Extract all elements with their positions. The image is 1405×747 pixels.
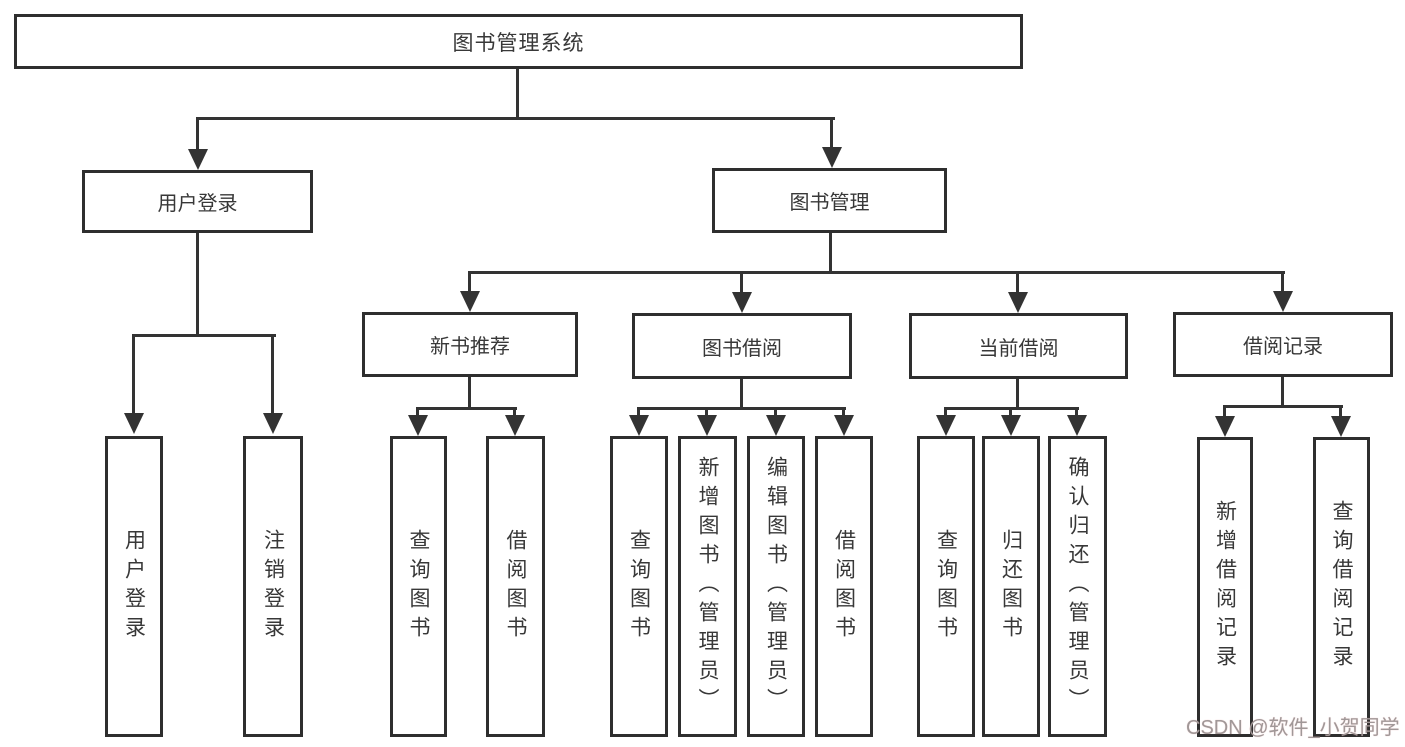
connector-stem [132,334,135,416]
node-new-book-recommend-label: 新书推荐 [430,336,510,358]
arrow-down-icon [732,292,752,313]
arrow-down-icon [1331,416,1351,437]
connector-line [1281,377,1284,408]
arrow-down-icon [822,147,842,168]
node-root: 图书管理系统 [14,14,1023,69]
arrow-down-icon [766,415,786,436]
arrow-down-icon [1001,415,1021,436]
connector-stem [1339,405,1342,419]
node-book-management-label: 图书管理 [789,192,870,214]
node-current-borrow-label: 当前借阅 [978,337,1059,360]
arrow-down-icon [124,413,144,434]
leaf-query-books-recommend: 查询图书 [390,436,447,737]
leaf-borrow-books-recommend: 借阅图书 [486,436,545,737]
arrow-down-icon [1008,292,1028,313]
leaf-query-borrow-record: 查询借阅记录 [1313,437,1370,737]
connector-line [417,407,517,410]
leaf-borrow-books: 借阅图书 [815,436,873,737]
connector-line [740,379,743,410]
connector-stem [271,334,274,416]
connector-stem [842,407,845,418]
leaf-user-login: 用户登录 [105,436,163,737]
connector-line [516,69,519,120]
node-book-borrow: 图书借阅 [632,313,852,379]
connector-stem [1223,405,1226,419]
node-user-login-label: 用户登录 [157,193,238,215]
arrow-down-icon [505,415,525,436]
leaf-borrow-books-label: 借阅图书 [832,528,856,645]
node-book-borrow-label: 图书借阅 [702,337,782,360]
arrow-down-icon [936,415,956,436]
leaf-add-borrow-record: 新增借阅记录 [1197,437,1253,737]
connector-line [829,233,832,274]
connector-stem [513,407,516,418]
leaf-logout-label: 注销登录 [261,528,285,645]
connector-stem [1009,407,1012,418]
leaf-logout: 注销登录 [243,436,303,737]
node-new-book-recommend: 新书推荐 [362,312,578,377]
leaf-query-books-borrow: 查询图书 [610,436,668,737]
connector-stem [196,117,199,152]
arrow-down-icon [1273,291,1293,312]
arrow-down-icon [188,149,208,170]
leaf-return-books: 归还图书 [982,436,1040,737]
arrow-down-icon [629,415,649,436]
leaf-edit-books-admin-label: 编辑图书（管理员） [764,456,788,717]
leaf-borrow-books-recommend-label: 借阅图书 [504,528,527,645]
leaf-query-books-current: 查询图书 [917,436,975,737]
connector-line [469,271,1285,274]
connector-line [468,377,471,410]
node-borrow-records: 借阅记录 [1173,312,1393,377]
leaf-confirm-return-admin: 确认归还（管理员） [1048,436,1107,737]
connector-stem [830,117,833,150]
leaf-query-books-current-label: 查询图书 [934,528,958,645]
node-root-label: 图书管理系统 [452,31,585,55]
connector-stem [1016,271,1019,295]
connector-stem [705,407,708,418]
leaf-query-borrow-record-label: 查询借阅记录 [1330,500,1353,674]
arrow-down-icon [263,413,283,434]
connector-stem [774,407,777,418]
node-book-management: 图书管理 [712,168,947,233]
connector-stem [740,271,743,295]
connector-line [196,233,199,337]
leaf-add-borrow-record-label: 新增借阅记录 [1213,500,1237,674]
arrow-down-icon [460,291,480,312]
connector-stem [944,407,947,418]
node-borrow-records-label: 借阅记录 [1243,336,1323,358]
leaf-query-books-recommend-label: 查询图书 [407,528,430,645]
leaf-add-books-admin-label: 新增图书（管理员） [696,456,719,717]
node-user-login: 用户登录 [82,170,313,233]
arrow-down-icon [697,415,717,436]
leaf-return-books-label: 归还图书 [999,528,1023,645]
leaf-user-login-label: 用户登录 [122,528,146,645]
connector-stem [1075,407,1078,418]
connector-line [638,407,846,410]
connector-line [197,117,835,120]
connector-line [1224,405,1343,408]
node-current-borrow: 当前借阅 [909,313,1128,379]
watermark: CSDN @软件_小贺同学 [1186,717,1400,739]
leaf-edit-books-admin: 编辑图书（管理员） [747,436,805,737]
connector-stem [468,271,471,294]
arrow-down-icon [834,415,854,436]
connector-line [133,334,276,337]
connector-line [945,407,1079,410]
connector-stem [416,407,419,418]
leaf-confirm-return-admin-label: 确认归还（管理员） [1066,456,1089,717]
leaf-query-books-borrow-label: 查询图书 [627,528,651,645]
arrow-down-icon [1215,416,1235,437]
connector-stem [637,407,640,418]
arrow-down-icon [408,415,428,436]
arrow-down-icon [1067,415,1087,436]
connector-stem [1281,271,1284,294]
leaf-add-books-admin: 新增图书（管理员） [678,436,737,737]
connector-line [1016,379,1019,410]
